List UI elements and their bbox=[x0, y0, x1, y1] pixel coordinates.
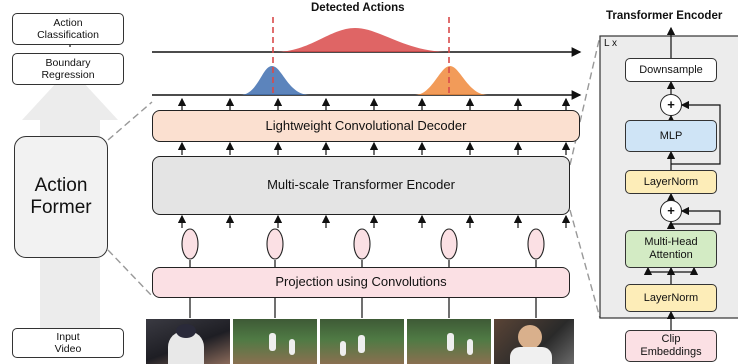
downsample-box: Downsample bbox=[625, 58, 717, 82]
input-video-box: Input Video bbox=[12, 328, 124, 358]
projection-block: Projection using Convolutions bbox=[152, 267, 570, 298]
encoder-to-decoder-arrows bbox=[177, 141, 571, 155]
clip-embeddings-box: Clip Embeddings bbox=[625, 330, 717, 362]
detected-actions-title: Detected Actions bbox=[311, 2, 405, 14]
multi-head-attention-box: Multi-Head Attention bbox=[625, 230, 717, 268]
add-node-bottom: + bbox=[660, 200, 682, 222]
repeat-label: L x bbox=[604, 38, 617, 49]
action-classification-box: Action Classification bbox=[12, 13, 124, 45]
frame-to-projection-lines bbox=[189, 298, 537, 318]
add-node-top: + bbox=[660, 94, 682, 116]
token-to-encoder-arrows bbox=[177, 214, 571, 228]
video-frame-1 bbox=[146, 319, 230, 364]
video-frame-4 bbox=[407, 319, 491, 364]
peak-red bbox=[275, 28, 450, 52]
peak-orange bbox=[415, 66, 488, 95]
video-frame-2 bbox=[233, 319, 317, 364]
decoder-block: Lightweight Convolutional Decoder bbox=[152, 110, 580, 142]
transformer-encoder-title: Transformer Encoder bbox=[606, 10, 723, 22]
encoder-block: Multi-scale Transformer Encoder bbox=[152, 156, 570, 215]
layernorm-bottom-box: LayerNorm bbox=[625, 284, 717, 312]
projection-to-token-lines bbox=[189, 260, 537, 267]
action-former-box: Action Former bbox=[14, 136, 108, 258]
peak-blue bbox=[240, 66, 310, 95]
boundary-regression-box: Boundary Regression bbox=[12, 53, 124, 85]
decoder-output-arrows bbox=[177, 97, 571, 110]
video-frame-3 bbox=[320, 319, 404, 364]
token-ellipses bbox=[181, 228, 545, 260]
encoder-detail-arrows bbox=[643, 26, 721, 330]
layernorm-top-box: LayerNorm bbox=[625, 170, 717, 194]
video-frame-5 bbox=[494, 319, 574, 364]
mlp-box: MLP bbox=[625, 120, 717, 152]
